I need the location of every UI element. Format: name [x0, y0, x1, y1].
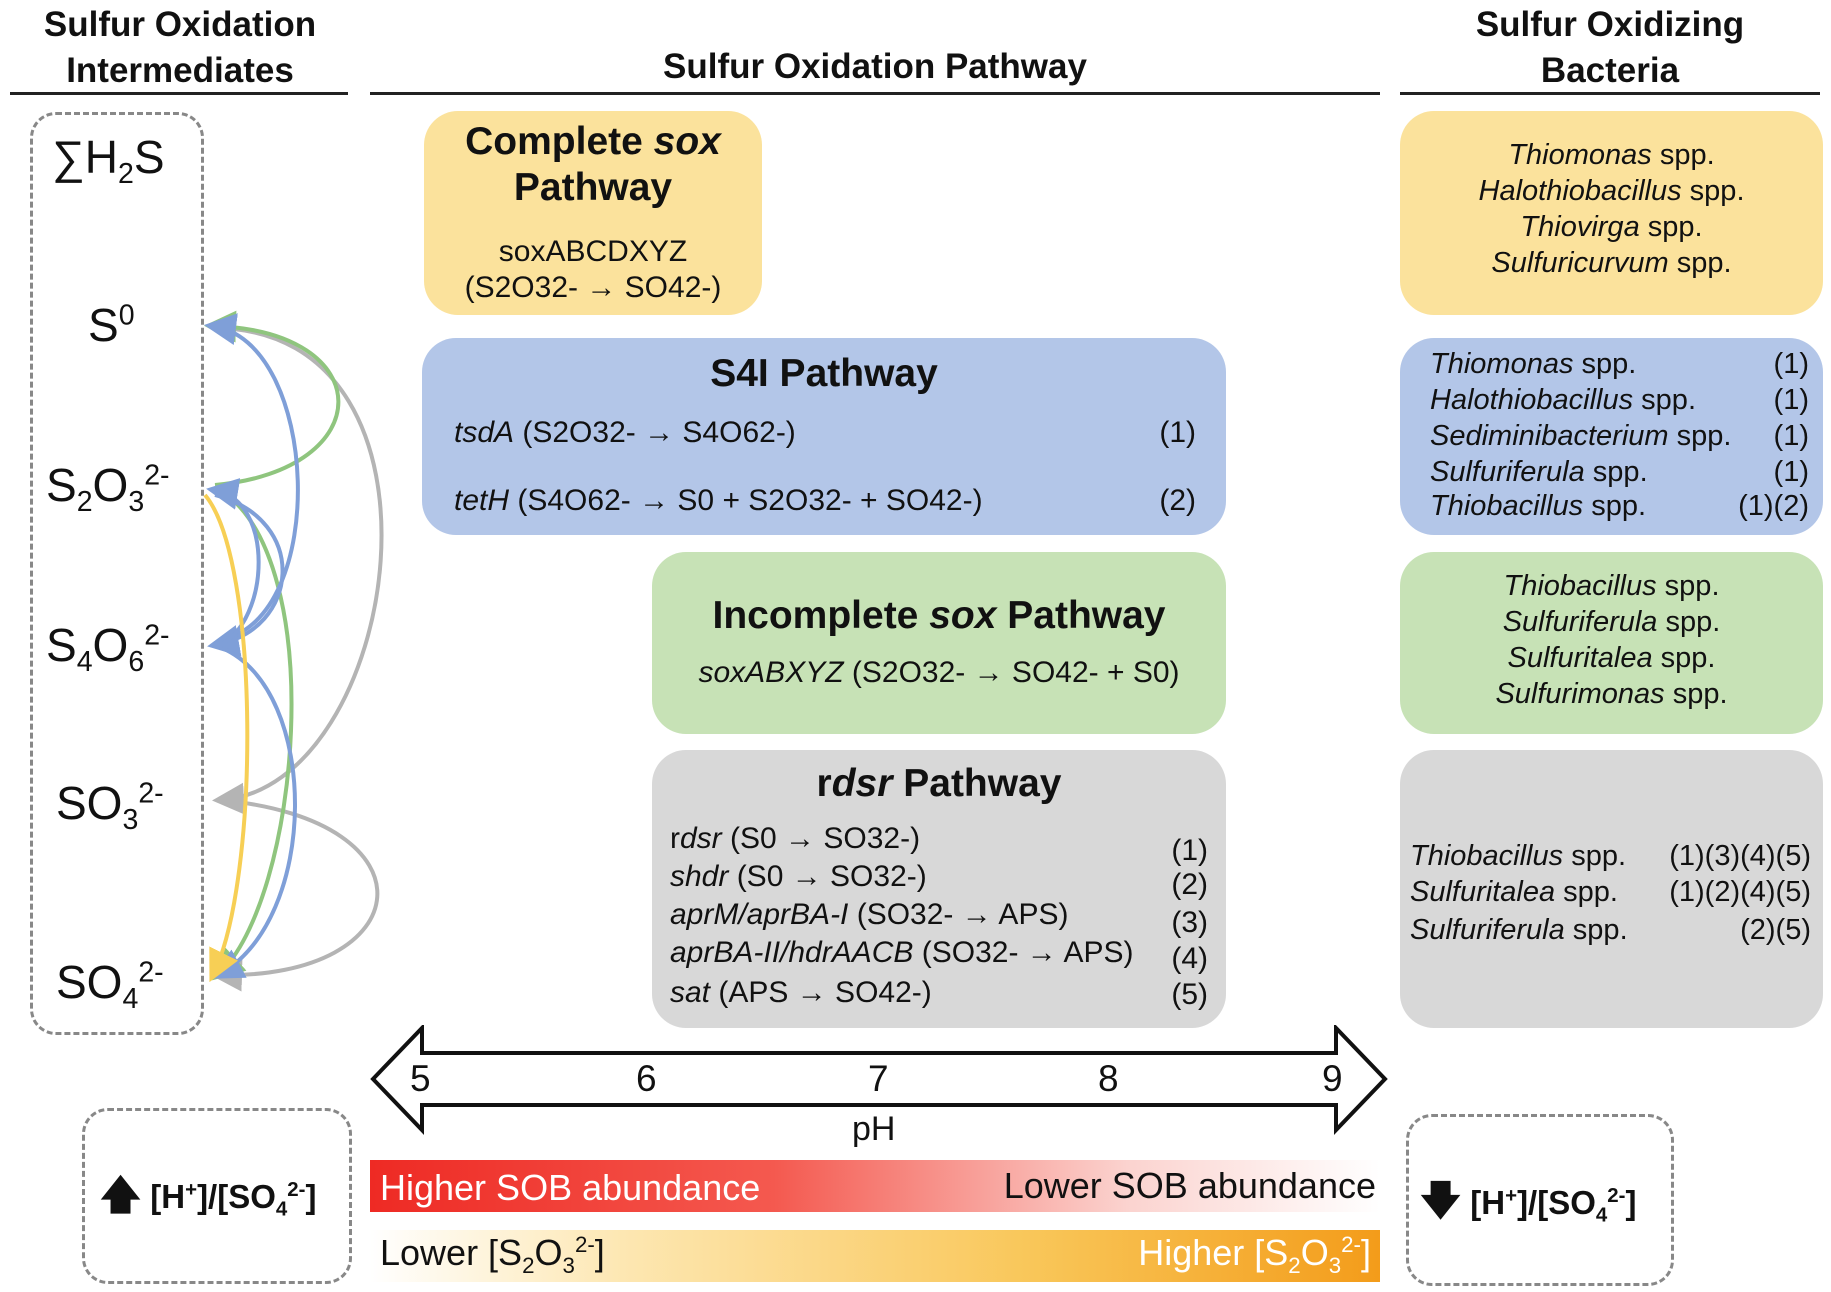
ph-label: pH: [852, 1110, 896, 1148]
ratio-box-right: [1406, 1114, 1674, 1286]
rdsr-title: rdsr Pathway: [816, 762, 1062, 805]
header-bacteria: Sulfur Oxidizing Bacteria: [1475, 5, 1745, 90]
pathway-rdsr: rdsr Pathway rdsr (S0 → SO32-) (1) shdr …: [652, 750, 1226, 1028]
header-intermediates: Sulfur Oxidation Intermediates: [43, 5, 317, 90]
incomplete-sox-title: Incomplete sox Pathway: [712, 594, 1166, 637]
header-rule-left: [10, 92, 348, 95]
s4i-row-2: tetH (S4O62- → S0 + S2O32- + SO42-): [454, 484, 983, 517]
bacteria-gray-num-2: (1)(2)(4)(5): [1669, 876, 1811, 908]
bacteria-yellow-2: Halothiobacillus spp.: [1478, 175, 1745, 207]
bacteria-green-4: Sulfurimonas spp.: [1495, 678, 1728, 710]
bacteria-blue-3: Sediminibacterium spp.: [1430, 420, 1732, 452]
arrow-green-s2o3-s0: [204, 310, 341, 487]
bacteria-gray-2: Sulfuritalea spp.: [1410, 876, 1618, 908]
header-rule-right: [1400, 92, 1820, 95]
arrow-blue-s4o6-s0: [204, 313, 300, 642]
ph-axis-arrow: [370, 1025, 1388, 1135]
ph-tick-9: 9: [1322, 1058, 1343, 1099]
bacteria-yellow-3: Thiovirga spp.: [1520, 211, 1703, 243]
bacteria-yellow-4: Sulfuricurvum spp.: [1491, 247, 1732, 279]
chem-h2s: ∑H2S: [52, 131, 165, 191]
pathway-s4i: S4I Pathway tsdA (S2O32- → S4O62-) (1) t…: [422, 338, 1226, 535]
arrow-blue-s4o6-s2o3: [206, 478, 261, 647]
s4i-num-1: (1): [1159, 416, 1196, 449]
arrow-down-icon: 🡇: [1420, 1179, 1462, 1223]
ph-tick-5: 5: [410, 1058, 431, 1099]
chem-so4: SO42-: [56, 956, 164, 1016]
chem-so3: SO32-: [56, 777, 164, 837]
bacteria-green-1: Thiobacillus spp.: [1503, 570, 1720, 602]
bacteria-blue-num-3: (1): [1773, 420, 1809, 452]
pathway-incomplete-sox: Incomplete sox Pathway soxABXYZ (S2O32- …: [652, 552, 1226, 734]
rdsr-num-3: (3): [1171, 906, 1208, 939]
rdsr-row-1: rdsr (S0 → SO32-): [670, 822, 921, 855]
bacteria-blue-num-2: (1): [1773, 384, 1809, 416]
ratio-left-label: [H+]/[SO42-]: [150, 1178, 317, 1221]
arrow-green-s2o3-so4: [212, 488, 294, 981]
header-rule-center: [370, 92, 1380, 95]
bacteria-blue-2: Halothiobacillus spp.: [1430, 384, 1696, 416]
s2o3-low-label: Lower [S2O32-]: [380, 1232, 605, 1279]
sob-low-label: Lower SOB abundance: [1003, 1165, 1376, 1206]
ratio-box-left: [82, 1108, 352, 1284]
bacteria-blue-1: Thiomonas spp.: [1430, 348, 1637, 380]
incomplete-sox-reaction: soxABXYZ (S2O32- → SO42- + S0): [698, 656, 1180, 689]
sob-gradient-bar: [370, 1160, 1380, 1212]
ratio-right-label: [H+]/[SO42-]: [1470, 1184, 1637, 1227]
bacteria-gray-num-1: (1)(3)(4)(5): [1669, 840, 1811, 872]
header-pathway: Sulfur Oxidation Pathway: [663, 47, 1087, 86]
bacteria-yellow: Thiomonas spp. Halothiobacillus spp. Thi…: [1400, 111, 1823, 315]
bacteria-blue-num-4: (1): [1773, 456, 1809, 488]
intermediates-box: [30, 112, 204, 1035]
bacteria-blue-num-5: (1)(2): [1738, 490, 1809, 522]
rdsr-num-2: (2): [1171, 868, 1208, 901]
chem-s2o3: S2O32-: [46, 459, 170, 519]
bacteria-blue-4: Sulfuriferula spp.: [1430, 456, 1648, 488]
arrow-s0-so3: [212, 326, 384, 815]
rdsr-num-1: (1): [1171, 834, 1208, 867]
bacteria-green: Thiobacillus spp. Sulfuriferula spp. Sul…: [1400, 552, 1823, 734]
s4i-title: S4I Pathway: [710, 352, 938, 395]
bacteria-blue-num-1: (1): [1773, 348, 1809, 380]
bacteria-gray-num-3: (2)(5): [1740, 914, 1811, 946]
s2o3-high-label: Higher [S2O32-]: [1138, 1232, 1371, 1279]
bacteria-gray: Thiobacillus spp. (1)(3)(4)(5) Sulfurita…: [1400, 750, 1823, 1028]
sob-high-label: Higher SOB abundance: [380, 1167, 761, 1208]
rdsr-row-5: sat (APS → SO42-): [670, 976, 932, 1009]
chem-s4o6: S4O62-: [46, 619, 170, 679]
ph-tick-6: 6: [636, 1058, 657, 1099]
chem-s0: S0: [88, 299, 135, 351]
bacteria-gray-3: Sulfuriferula spp.: [1410, 914, 1628, 946]
arrow-so3-so4: [210, 798, 380, 992]
arrow-up-icon: 🡅: [100, 1173, 142, 1217]
s2o3-gradient-bar: [370, 1230, 1380, 1282]
ratio-left-content: 🡅 [H+]/[SO42-]: [100, 1166, 316, 1234]
bacteria-blue: Thiomonas spp. (1) Halothiobacillus spp.…: [1400, 338, 1823, 535]
bacteria-green-2: Sulfuriferula spp.: [1502, 606, 1721, 638]
s4i-row-1: tsdA (S2O32- → S4O62-): [454, 416, 796, 449]
reaction-arrows: [203, 310, 384, 992]
complete-sox-title: Complete sox Pathway: [465, 120, 721, 209]
bacteria-yellow-1: Thiomonas spp.: [1508, 139, 1715, 171]
arrow-yellow-s2o3-so4: [203, 493, 250, 983]
complete-sox-reaction: (S2O32- → SO42-): [464, 271, 722, 304]
rdsr-row-2: shdr (S0 → SO32-): [670, 860, 927, 893]
bacteria-blue-5: Thiobacillus spp.: [1430, 490, 1647, 522]
rdsr-row-4: aprBA-II/hdrAACB (SO32- → APS): [670, 936, 1134, 969]
bacteria-gray-1: Thiobacillus spp.: [1410, 840, 1627, 872]
complete-sox-genes: soxABCDXYZ: [498, 235, 688, 268]
arrow-blue-s4o6-so4: [210, 646, 297, 979]
ratio-right-content: 🡇 [H+]/[SO42-]: [1420, 1172, 1636, 1240]
bacteria-green-3: Sulfuritalea spp.: [1507, 642, 1716, 674]
ph-tick-7: 7: [868, 1058, 889, 1099]
rdsr-num-5: (5): [1171, 978, 1208, 1011]
ph-tick-8: 8: [1098, 1058, 1119, 1099]
s4i-num-2: (2): [1159, 484, 1196, 517]
rdsr-num-4: (4): [1171, 942, 1208, 975]
pathway-complete-sox: Complete sox Pathway soxABCDXYZ (S2O32- …: [424, 111, 762, 315]
rdsr-row-3: aprM/aprBA-I (SO32- → APS): [670, 898, 1069, 931]
